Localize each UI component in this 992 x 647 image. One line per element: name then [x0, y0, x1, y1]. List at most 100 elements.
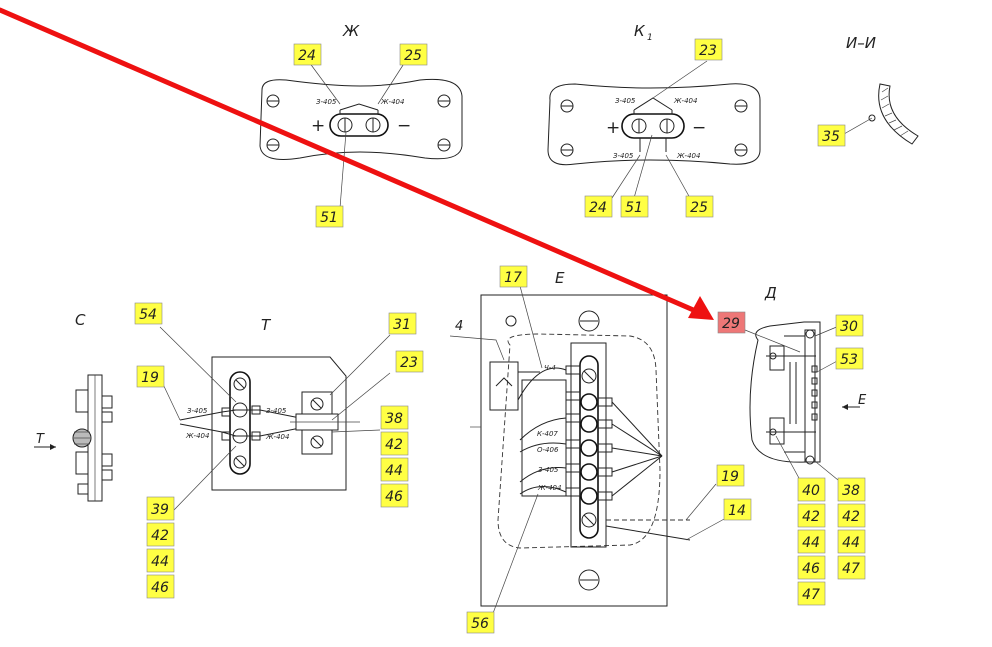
svg-text:23: 23 — [400, 355, 418, 371]
view-label-ii: И–И — [846, 34, 876, 52]
leader-23a — [652, 60, 708, 99]
svg-text:23: 23 — [699, 43, 717, 59]
leader-23b — [331, 372, 391, 421]
wire-mark-t-z405-right: З-405 — [266, 407, 287, 415]
arrow-label-t: Т — [36, 432, 45, 447]
svg-text:46: 46 — [385, 489, 403, 505]
leader-53 — [816, 359, 840, 373]
red-pointer-arrow — [0, 7, 714, 320]
callout-46a: 46 — [380, 483, 409, 508]
leader-39 — [173, 445, 237, 511]
wiring-e — [517, 367, 691, 541]
plate-zh — [259, 78, 463, 160]
bracket-d — [766, 329, 818, 465]
plus-sign-k1: + — [606, 118, 620, 138]
callout-44b: 44 — [146, 548, 175, 573]
leader-14 — [685, 517, 727, 541]
callout-19b: 19 — [716, 464, 745, 487]
wire-mark-ch4: Ч-4 — [544, 364, 556, 372]
svg-text:42: 42 — [802, 509, 820, 525]
callout-31: 31 — [388, 312, 417, 335]
minus-sign-k1: − — [692, 118, 706, 138]
section-arrowhead-e — [842, 404, 848, 410]
leader-25b — [665, 154, 691, 199]
plate-t — [211, 356, 347, 491]
callout-38b: 38 — [837, 477, 866, 502]
callout-56: 56 — [466, 611, 495, 634]
svg-text:14: 14 — [728, 503, 746, 519]
small-hole-e — [505, 315, 517, 327]
callout-23b: 23 — [395, 350, 424, 373]
view-label-k1-subscript: 1 — [647, 33, 653, 43]
fastener-ii — [868, 114, 876, 122]
wire-mark-z405-e: З-405 — [538, 466, 559, 474]
callout-25a: 25 — [399, 43, 428, 66]
callout-54: 54 — [134, 302, 163, 325]
terminal-block-e — [565, 342, 613, 548]
leader-51b — [633, 134, 653, 199]
side-view-c — [72, 374, 113, 502]
wire-mark-zh404-k1-bottom: Ж-404 — [676, 152, 700, 160]
callout-42a: 42 — [380, 431, 409, 456]
svg-text:29: 29 — [722, 316, 740, 332]
callout-46b: 46 — [146, 574, 175, 599]
leader-24a — [308, 61, 341, 105]
view-label-e: Е — [555, 269, 565, 287]
svg-text:44: 44 — [802, 535, 820, 551]
svg-text:35: 35 — [822, 129, 840, 145]
wire-mark-k407: К-407 — [537, 430, 558, 438]
callout-42b: 42 — [146, 522, 175, 547]
svg-text:30: 30 — [840, 319, 858, 335]
wire-mark-o406: О-406 — [537, 446, 559, 454]
svg-text:25: 25 — [404, 48, 422, 64]
svg-text:53: 53 — [840, 352, 858, 368]
leader-25a — [377, 61, 406, 105]
callout-23a: 23 — [694, 38, 723, 61]
svg-text:56: 56 — [471, 616, 489, 632]
wire-mark-z405-zh: З-405 — [316, 98, 337, 106]
svg-text:42: 42 — [151, 528, 169, 544]
leader-label-4: 4 — [455, 319, 463, 334]
wiring-t — [179, 405, 301, 441]
section-arrowhead-t — [50, 444, 56, 450]
svg-text:40: 40 — [802, 483, 820, 499]
callout-46c: 46 — [797, 555, 826, 580]
leader-30 — [814, 325, 840, 337]
svg-text:54: 54 — [139, 307, 157, 323]
leader-35 — [843, 117, 873, 135]
svg-text:25: 25 — [690, 200, 708, 216]
callout-25b: 25 — [685, 195, 714, 218]
svg-text:46: 46 — [802, 561, 820, 577]
plus-sign-zh: + — [311, 116, 325, 136]
view-label-d: Д — [764, 284, 777, 302]
callout-42c: 42 — [797, 503, 826, 528]
callout-51b: 51 — [620, 195, 649, 218]
svg-text:38: 38 — [842, 483, 860, 499]
leader-24b — [611, 154, 641, 199]
svg-text:46: 46 — [151, 580, 169, 596]
view-label-t: Т — [261, 316, 272, 334]
wire-mark-t-z405-left: З-405 — [187, 407, 208, 415]
arrow-label-e: Е — [858, 393, 867, 408]
svg-text:39: 39 — [151, 502, 169, 518]
leader-51a — [339, 131, 347, 209]
wire-mark-zh404-zh: Ж-404 — [380, 98, 404, 106]
callout-42d: 42 — [837, 503, 866, 528]
svg-text:42: 42 — [385, 437, 403, 453]
terminal-strip-zh — [329, 103, 389, 137]
callout-40: 40 — [797, 477, 826, 502]
svg-text:31: 31 — [393, 317, 411, 333]
leader-38b — [815, 461, 839, 481]
svg-text:44: 44 — [842, 535, 860, 551]
callout-35: 35 — [817, 124, 846, 147]
mounting-holes-zh — [266, 94, 451, 152]
view-label-k1: К — [634, 22, 646, 40]
housing-d — [749, 321, 821, 463]
leader-19b — [685, 483, 717, 521]
wire-mark-z405-k1-bottom: З-405 — [613, 152, 634, 160]
top-screw-e — [578, 310, 600, 332]
callout-44c: 44 — [797, 529, 826, 554]
callout-38a: 38 — [380, 405, 409, 430]
wire-mark-zh404-e: Ж-404 — [537, 484, 561, 492]
